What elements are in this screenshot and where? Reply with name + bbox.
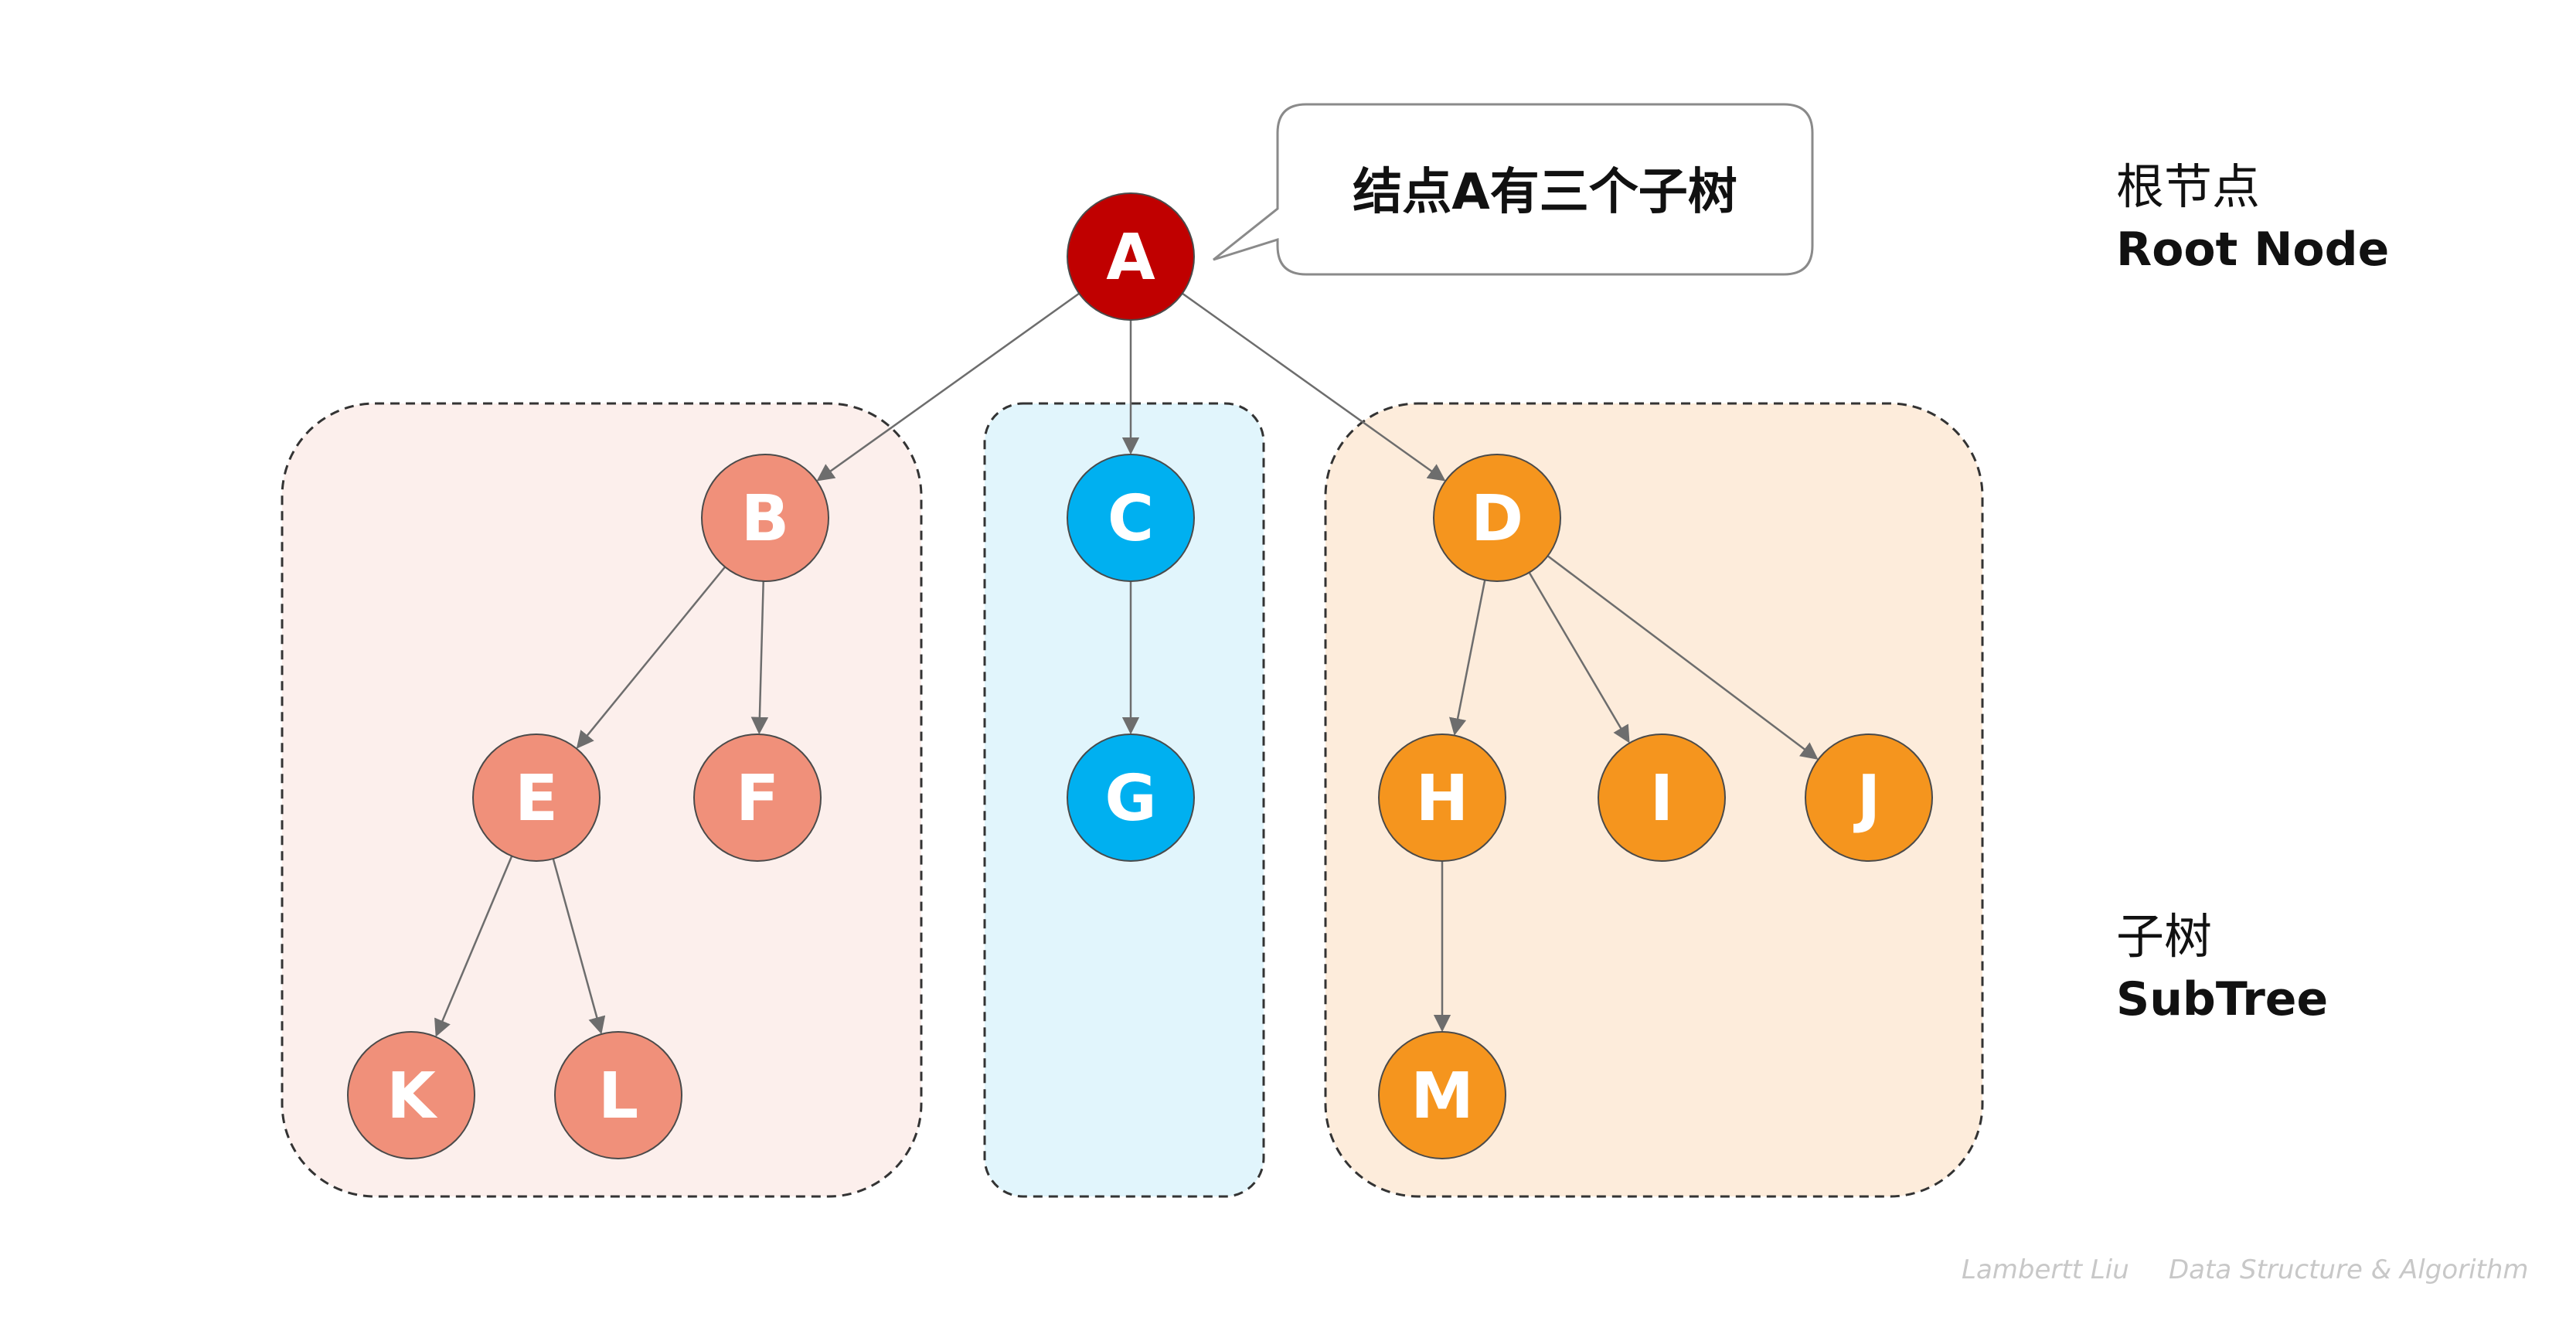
node-label: C [1108, 482, 1154, 556]
node-label: A [1106, 221, 1155, 294]
node-label: D [1471, 482, 1523, 556]
node-label: B [741, 482, 790, 556]
tree-node-l: L [554, 1031, 682, 1159]
tree-node-c: C [1067, 454, 1195, 582]
edges [434, 292, 1819, 1037]
node-circle [1378, 733, 1506, 862]
node-circle [1805, 733, 1933, 862]
node-circle [1598, 733, 1726, 862]
edge-a-b [816, 292, 1080, 482]
tree-node-b: B [701, 454, 829, 582]
node-label: G [1104, 762, 1156, 836]
tree-node-d: D [1433, 454, 1561, 582]
tree-node-h: H [1378, 733, 1506, 862]
subtree-label-en: SubTree [2116, 972, 2328, 1026]
tree-node-m: M [1378, 1031, 1506, 1159]
root-node-label-en: Root Node [2116, 223, 2389, 277]
watermark-author: Lambertt Liu [1962, 1254, 2129, 1285]
tree-node-e: E [472, 733, 601, 862]
tree-node-j: J [1805, 733, 1933, 862]
edge-d-h [1449, 580, 1486, 736]
node-circle [1067, 192, 1195, 321]
edge-d-j [1547, 555, 1819, 760]
edge-a-d [1182, 292, 1446, 482]
edge-b-f [750, 580, 769, 735]
node-label: L [598, 1060, 638, 1133]
node-circle [554, 1031, 682, 1159]
edge-e-k [434, 856, 513, 1037]
node-circle [1067, 733, 1195, 862]
node-label: M [1411, 1060, 1474, 1133]
tree-node-a: A [1067, 192, 1195, 321]
callout-text: 结点A有三个子树 [1353, 164, 1737, 221]
watermark-subtitle: Data Structure & Algorithm [2169, 1254, 2529, 1285]
edge-d-i [1528, 572, 1630, 744]
callout: 结点A有三个子树 [1213, 103, 1814, 276]
node-circle [693, 733, 822, 862]
node-label: E [515, 762, 558, 836]
node-circle [701, 454, 829, 582]
tree-node-g: G [1067, 733, 1195, 862]
node-label: J [1853, 762, 1881, 836]
node-circle [1433, 454, 1561, 582]
node-circle [1067, 454, 1195, 582]
node-circle [347, 1031, 475, 1159]
tree-node-k: K [347, 1031, 475, 1159]
node-label: K [386, 1060, 438, 1133]
root-node-label-cn: 根节点 [2116, 158, 2260, 215]
node-label: I [1650, 762, 1674, 836]
nodes: A B C D E F G H I J K L M [347, 192, 1933, 1159]
node-label: H [1416, 762, 1469, 836]
node-circle [472, 733, 601, 862]
subtree-box-b [281, 402, 923, 1198]
edge-b-e [576, 566, 727, 749]
subtree-label-cn: 子树 [2116, 908, 2212, 965]
tree-node-i: I [1598, 733, 1726, 862]
tree-node-f: F [693, 733, 822, 862]
node-circle [1378, 1031, 1506, 1159]
callout-bubble [1213, 103, 1814, 276]
edge-e-l [552, 858, 606, 1035]
node-label: F [736, 762, 779, 836]
